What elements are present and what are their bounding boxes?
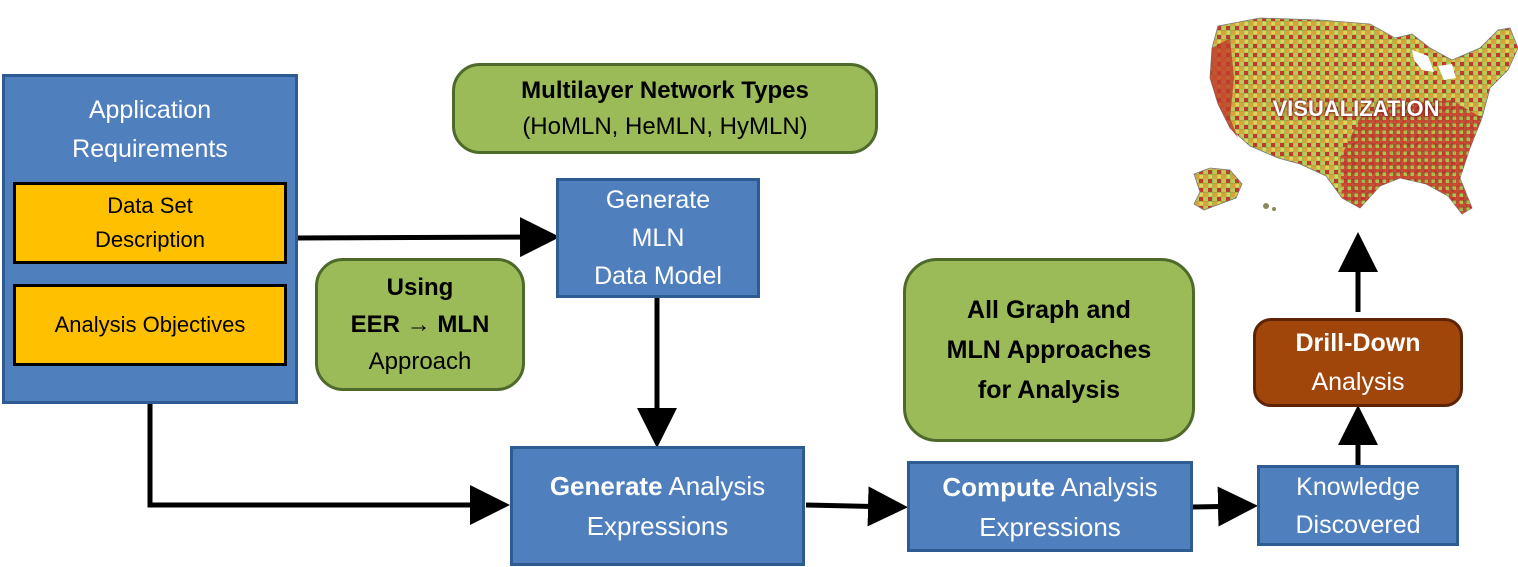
generate-model-line3: Data Model	[594, 262, 722, 290]
compute-expr-line1: Compute Analysis	[942, 467, 1157, 507]
arrow-dataset-to-model	[294, 217, 560, 258]
arrow-generate-to-compute	[805, 486, 908, 527]
using-eer-line3: Approach	[368, 348, 472, 375]
graph-approaches-line3: for Analysis	[977, 376, 1121, 404]
using-eer-box: Using EER → MLN Approach	[315, 258, 525, 391]
dataset-description-box: Data Set Description	[13, 182, 287, 264]
generate-expr-line1: Generate Analysis	[550, 466, 765, 506]
arrow-compute-to-knowledge	[1192, 486, 1258, 527]
generate-expressions-box: Generate Analysis Expressions	[510, 446, 805, 566]
drill-down-line1: Drill-Down	[1295, 328, 1421, 357]
using-eer-line2: EER → MLN	[350, 311, 490, 338]
compute-expr-line2: Expressions	[979, 511, 1121, 542]
dataset-line1: Data Set	[107, 193, 193, 218]
dataset-line2: Description	[94, 227, 206, 252]
graph-approaches-line1: All Graph and	[967, 296, 1131, 324]
us-county-map-image	[1193, 17, 1518, 215]
drill-down-line2: Analysis	[1311, 367, 1405, 396]
using-eer-line1: Using	[386, 274, 454, 301]
mln-types-box: Multilayer Network Types (HoMLN, HeMLN, …	[452, 63, 878, 154]
visualization-label: VISUALIZATION	[1272, 96, 1440, 121]
generate-expr-line2: Expressions	[586, 511, 729, 541]
arrow-objectives-to-expr	[147, 368, 510, 525]
app-req-title-line1: Application	[88, 96, 212, 124]
app-req-title-line2: Requirements	[72, 135, 228, 163]
analysis-objectives-box: Analysis Objectives	[13, 284, 287, 366]
knowledge-line1: Knowledge	[1296, 472, 1420, 501]
mln-types-subtitle: (HoMLN, HeMLN, HyMLN)	[522, 112, 808, 140]
knowledge-line2: Discovered	[1295, 510, 1421, 539]
mln-types-title: Multilayer Network Types	[521, 76, 809, 104]
compute-expr-bold: Compute	[942, 471, 1056, 502]
generate-model-line2: MLN	[631, 224, 685, 252]
graph-approaches-box: All Graph and MLN Approaches for Analysi…	[903, 258, 1195, 442]
generate-model-line1: Generate	[605, 186, 711, 214]
generate-expr-rest: Analysis	[662, 471, 766, 501]
generate-expr-bold: Generate	[549, 471, 663, 501]
generate-model-box: Generate MLN Data Model	[556, 178, 760, 298]
compute-expressions-box: Compute Analysis Expressions	[907, 461, 1193, 552]
compute-expr-rest: Analysis	[1055, 471, 1158, 502]
graph-approaches-line2: MLN Approaches	[946, 336, 1152, 364]
objectives-label: Analysis Objectives	[54, 312, 246, 337]
drill-down-box: Drill-Down Analysis	[1253, 318, 1463, 407]
knowledge-discovered-box: Knowledge Discovered	[1257, 465, 1459, 546]
